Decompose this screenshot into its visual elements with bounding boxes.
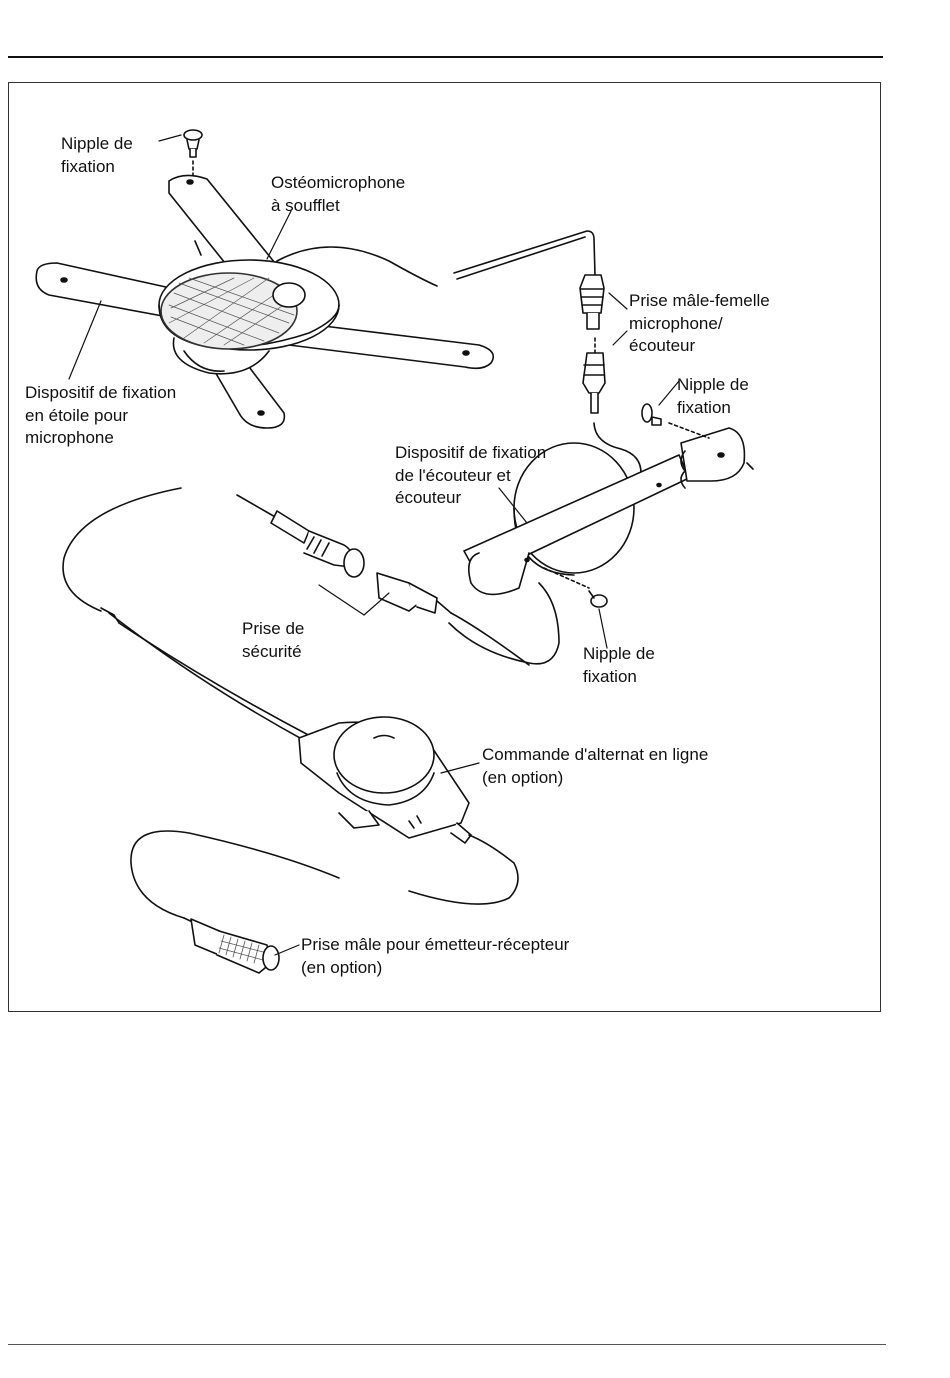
label-nipple-ear-bottom: Nipple de fixation [583, 644, 655, 686]
ear-mount-drawing [448, 403, 754, 665]
transceiver-plug-drawing [183, 917, 280, 974]
label-prise-male-radio: Prise mâle pour émetteur-récepteur (en o… [301, 935, 570, 977]
label-prise-male-femelle: Prise mâle-femelle microphone/ écouteur [629, 291, 770, 355]
ptt-switch-drawing [130, 716, 519, 919]
label-nipple-ear-top: Nipple de fixation [677, 375, 749, 417]
label-ear-mount: Dispositif de fixation de l'écouteur et … [395, 443, 547, 507]
headset-diagram-frame: Nipple de fixation Ostéomicrophone à sou… [8, 82, 881, 1012]
safety-plug-drawing [62, 487, 530, 744]
header-rule [8, 56, 883, 58]
nipple-mic-drawing [183, 129, 203, 176]
mic-cable-drawing [453, 230, 642, 474]
footer-rule [8, 1344, 886, 1345]
label-star-mount: Dispositif de fixation en étoile pour mi… [25, 383, 177, 447]
headset-diagram [35, 129, 754, 974]
label-nipple-mic: Nipple de fixation [61, 134, 133, 176]
label-ptt-inline: Commande d'alternat en ligne (en option) [482, 745, 709, 787]
label-prise-securite: Prise de sécurité [242, 619, 305, 661]
label-osteomicrophone: Ostéomicrophone à soufflet [271, 173, 406, 215]
star-mount-drawing [35, 174, 495, 429]
leader-lines [68, 134, 680, 956]
